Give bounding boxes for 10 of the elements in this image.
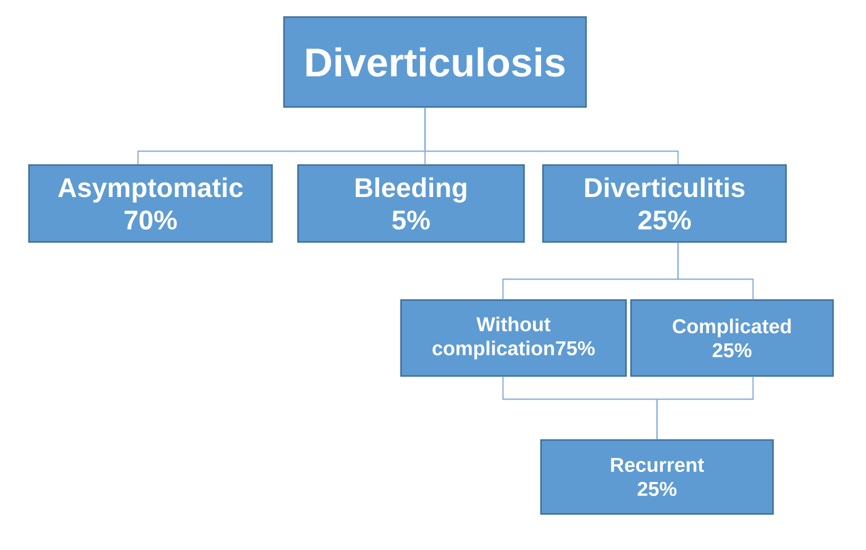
category-box: Complicated 25% [630,299,834,377]
category-box: Diverticulitis 25% [542,164,787,243]
category-box: Recurrent 25% [540,439,774,515]
connector-line [677,242,754,300]
root-box: Diverticulosis [283,16,587,108]
category-box: Asymptomatic 70% [28,164,273,243]
connector-line [656,376,754,440]
category-box: Without complication75% [400,299,627,377]
category-box: Bleeding 5% [297,164,525,243]
connector-line [424,108,679,164]
